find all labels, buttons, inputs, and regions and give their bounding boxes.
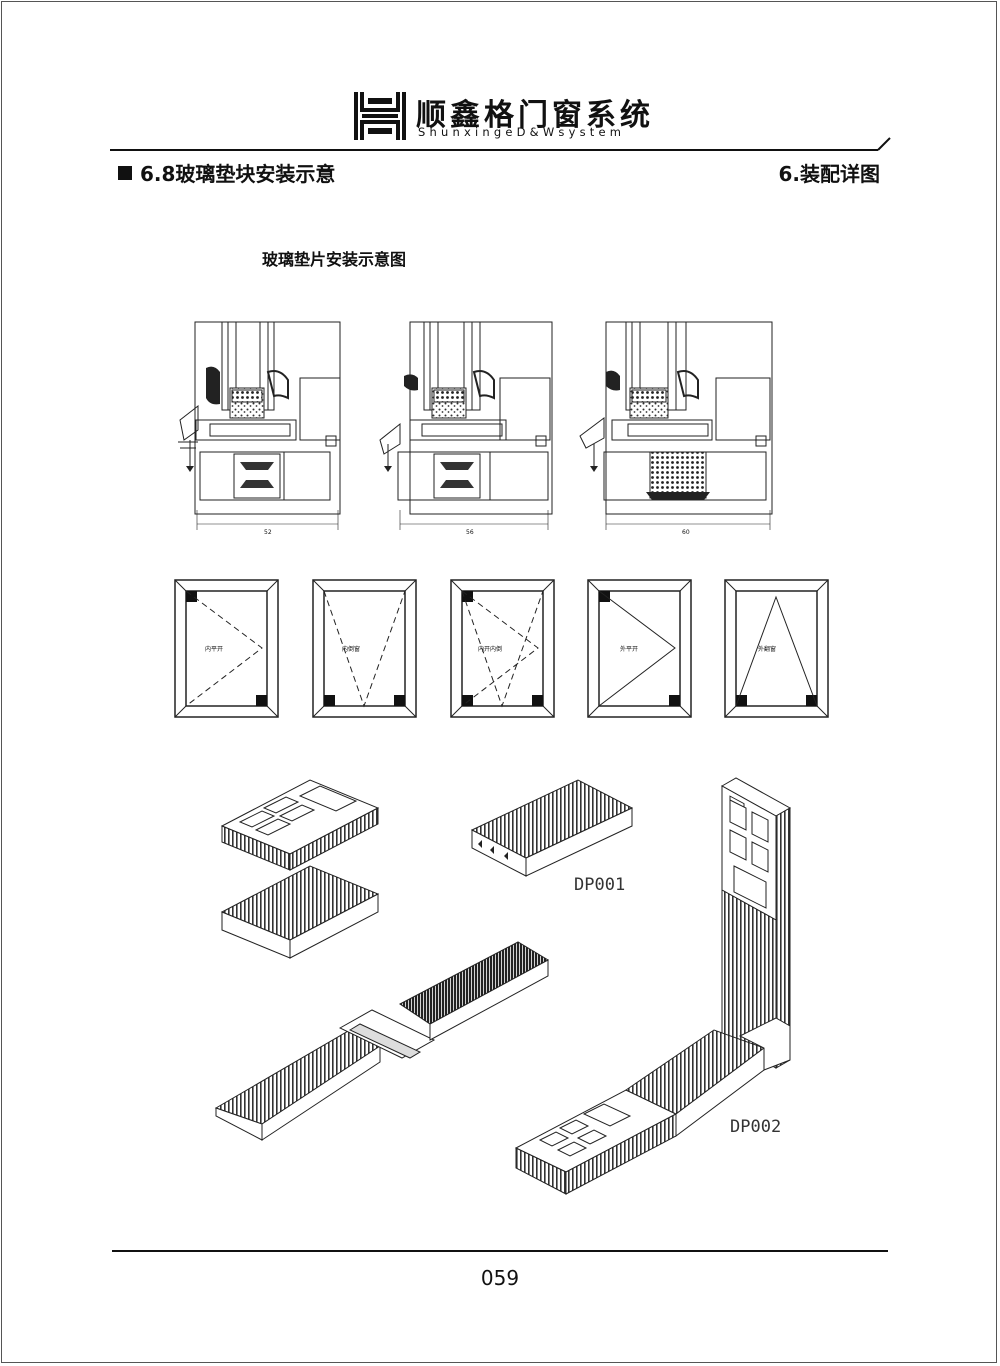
section-title: 6.8玻璃垫块安装示意 xyxy=(118,158,335,187)
technical-drawings: 52 56 xyxy=(174,321,829,1195)
window-diagram-3: 内开内倒 xyxy=(450,579,555,718)
glazing-block-hollow xyxy=(220,779,380,871)
glazing-block-ribbed xyxy=(220,865,380,959)
page-number: 059 xyxy=(480,1266,520,1290)
window-type-4: 外平开 xyxy=(620,645,638,653)
brand-logo-icon xyxy=(354,90,406,142)
dimension-label-3: 60 xyxy=(682,529,690,536)
cross-section-2: 56 xyxy=(379,321,553,536)
glazing-block-dp001: DP001 xyxy=(470,779,634,895)
section-title-text: 6.8玻璃垫块安装示意 xyxy=(140,162,336,186)
cross-section-1: 52 xyxy=(178,321,341,536)
dimension-label-2: 56 xyxy=(466,529,474,536)
window-type-3: 内开内倒 xyxy=(478,645,502,653)
square-bullet-icon xyxy=(118,165,132,180)
brand-subtitle: ShunxingeD&Wsystem xyxy=(418,125,626,139)
dimension-label-1: 52 xyxy=(264,529,272,536)
window-diagram-5: 外翻窗 xyxy=(724,579,829,718)
window-diagram-1: 内平开 xyxy=(174,579,279,718)
glazing-wedge-set xyxy=(214,941,550,1141)
window-type-1: 内平开 xyxy=(205,645,223,653)
window-diagram-2: 内倒窗 xyxy=(312,579,417,718)
window-type-5: 外翻窗 xyxy=(758,645,776,653)
figure-title: 玻璃垫片安装示意图 xyxy=(262,250,407,269)
cross-section-3: 60 xyxy=(579,321,773,536)
window-type-2: 内倒窗 xyxy=(342,645,360,653)
part-label-dp002: DP002 xyxy=(730,1117,781,1137)
part-label-dp001: DP001 xyxy=(574,875,625,895)
header-divider xyxy=(110,137,891,151)
chapter-title: 6.装配详图 xyxy=(778,162,880,186)
footer-divider xyxy=(112,1250,888,1252)
brand-name: 顺鑫格门窗系统 xyxy=(416,98,654,133)
glazing-block-dp002: DP002 xyxy=(514,777,792,1195)
window-diagram-4: 外平开 xyxy=(587,579,692,718)
